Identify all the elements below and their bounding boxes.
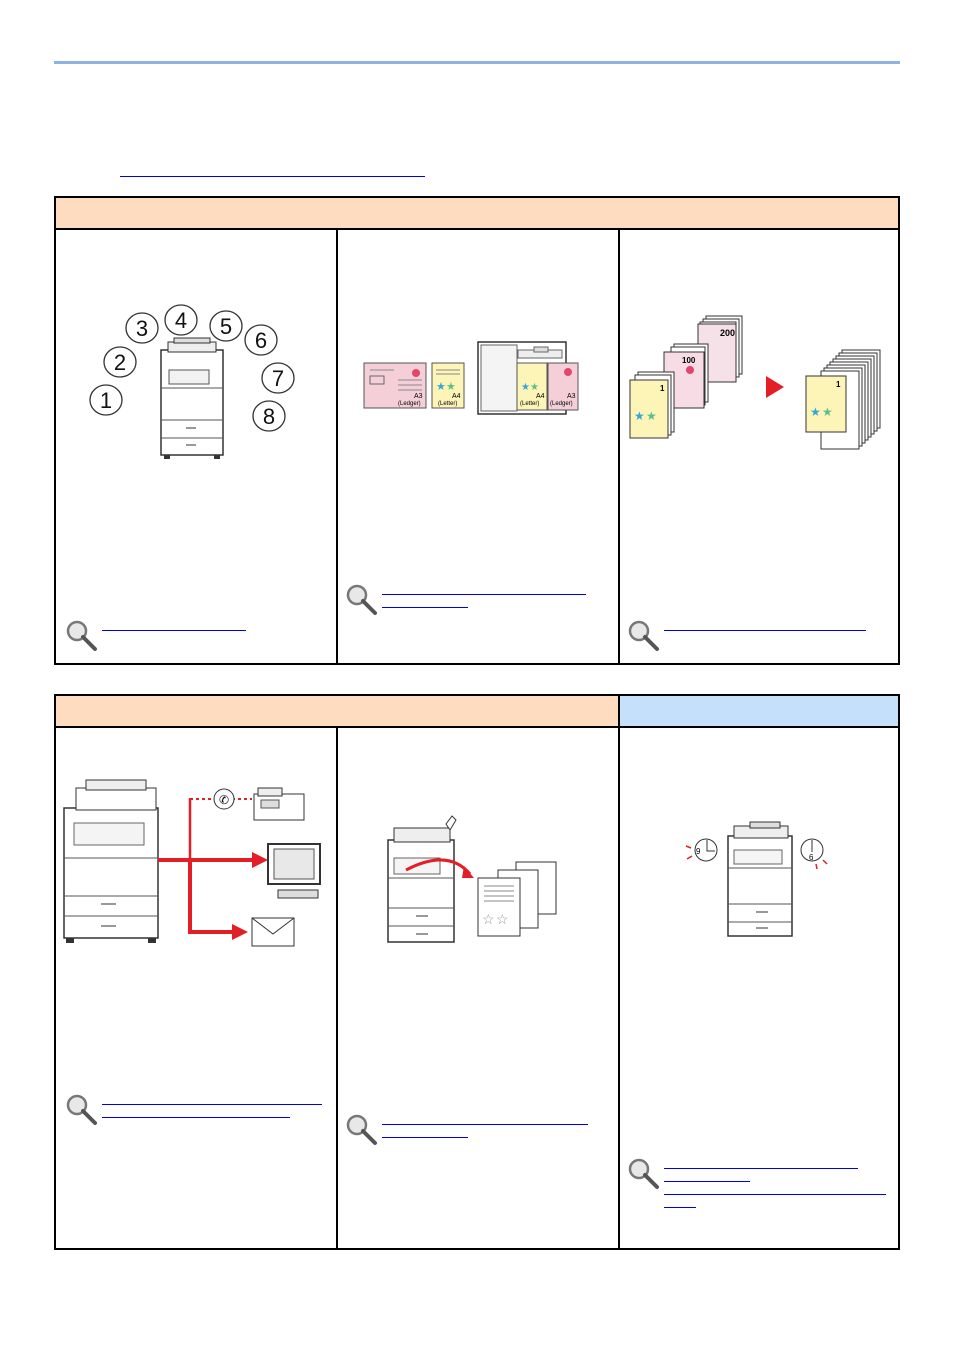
send-illustration: ✆: [63, 779, 321, 947]
bubble-number: 3: [136, 316, 148, 341]
divider: [618, 230, 620, 663]
svg-text:★: ★: [521, 382, 530, 393]
size-label: A4: [452, 393, 461, 400]
number-bubbles: [89, 304, 295, 432]
reference: [344, 582, 586, 620]
size-label: (Ledger): [398, 401, 421, 407]
feature-table-2: ✆: [54, 694, 900, 1250]
divider: [336, 230, 338, 663]
multi-batch-illustration: 200 100 1 ★★ 1 ★★: [629, 315, 881, 450]
magnifier-icon: [66, 1094, 97, 1125]
svg-text:★: ★: [810, 405, 821, 419]
page-number: 100: [682, 356, 696, 365]
clock-label: 9: [696, 847, 701, 856]
page-number: 200: [720, 328, 735, 338]
page-number: 1: [660, 384, 665, 393]
svg-text:☆: ☆: [482, 911, 495, 927]
reference-link[interactable]: [664, 1181, 750, 1182]
feature-cell-4: ✆: [56, 728, 336, 1248]
clock-label: 6: [809, 853, 814, 862]
reference-link[interactable]: [382, 594, 586, 595]
magnifier-icon: [346, 584, 377, 615]
feature-cell-5: ☆☆: [338, 728, 618, 1248]
reference: [64, 618, 246, 652]
reference-link[interactable]: [664, 1194, 886, 1195]
bubble-number: 6: [255, 328, 267, 353]
reference-link[interactable]: [382, 1124, 588, 1125]
size-label: (Letter): [520, 401, 539, 407]
page-number: 1: [836, 380, 841, 389]
bubble-number: 5: [220, 314, 232, 339]
magnifier-icon: [346, 1114, 377, 1145]
reference: [626, 1156, 886, 1220]
clock-icon: [694, 838, 718, 862]
bubble-number: 7: [272, 366, 284, 391]
svg-text:★: ★: [634, 409, 645, 423]
bubble-number: 2: [114, 350, 126, 375]
divider: [618, 696, 620, 1248]
svg-text:☆: ☆: [496, 911, 509, 927]
reference-link[interactable]: [382, 607, 468, 608]
feature-table-1: 1 2 3 4 5 6 7 8 A3 (Ledger): [54, 196, 900, 665]
table-1-header: [56, 198, 898, 230]
table-2-header-left: [56, 696, 618, 728]
reference-link[interactable]: [382, 1137, 468, 1138]
size-label: A3: [414, 393, 423, 400]
reference-link[interactable]: [102, 1117, 290, 1118]
arrow-icon: [766, 376, 784, 398]
bubble-number: 4: [175, 308, 187, 333]
size-label: A3: [567, 393, 576, 400]
reference: [344, 1112, 588, 1150]
magnifier-icon: [628, 1158, 659, 1189]
svg-text:★: ★: [446, 381, 456, 393]
bubble-number: 1: [100, 388, 112, 413]
bubble-number: 8: [263, 404, 275, 429]
feature-cell-2: A3 (Ledger) ★★ A4 (Letter) ★★ A4 (Letter…: [338, 230, 618, 663]
reference-link[interactable]: [664, 1168, 858, 1169]
scan-illustration: ☆☆: [387, 815, 557, 943]
reference-link[interactable]: [664, 1207, 696, 1208]
magnifier-icon: [66, 620, 97, 651]
intro-link[interactable]: [120, 176, 425, 177]
schedule-illustration: 9 6: [685, 821, 828, 937]
reference-link[interactable]: [102, 1104, 322, 1105]
reference-link[interactable]: [102, 630, 246, 631]
mixed-sizes-illustration: A3 (Ledger) ★★ A4 (Letter) ★★ A4 (Letter…: [363, 341, 579, 415]
size-label: (Ledger): [550, 401, 573, 407]
svg-text:★: ★: [822, 405, 833, 419]
size-label: (Letter): [438, 401, 457, 407]
reference: [626, 618, 866, 652]
svg-text:★: ★: [530, 382, 539, 393]
svg-text:✆: ✆: [219, 793, 229, 807]
feature-cell-3: 200 100 1 ★★ 1 ★★: [620, 230, 900, 663]
table-2-header-right: [620, 696, 898, 728]
feature-cell-6: 9 6: [620, 728, 898, 1248]
svg-text:★: ★: [436, 381, 446, 393]
reference: [64, 1092, 322, 1130]
magnifier-icon: [628, 620, 659, 651]
svg-text:★: ★: [646, 409, 657, 423]
reference-link[interactable]: [664, 630, 866, 631]
numbered-functions-illustration: 1 2 3 4 5 6 7 8: [89, 304, 295, 459]
feature-cell-1: 1 2 3 4 5 6 7 8: [56, 230, 336, 663]
top-rule: [54, 61, 900, 64]
size-label: A4: [536, 393, 545, 400]
divider: [336, 728, 338, 1248]
